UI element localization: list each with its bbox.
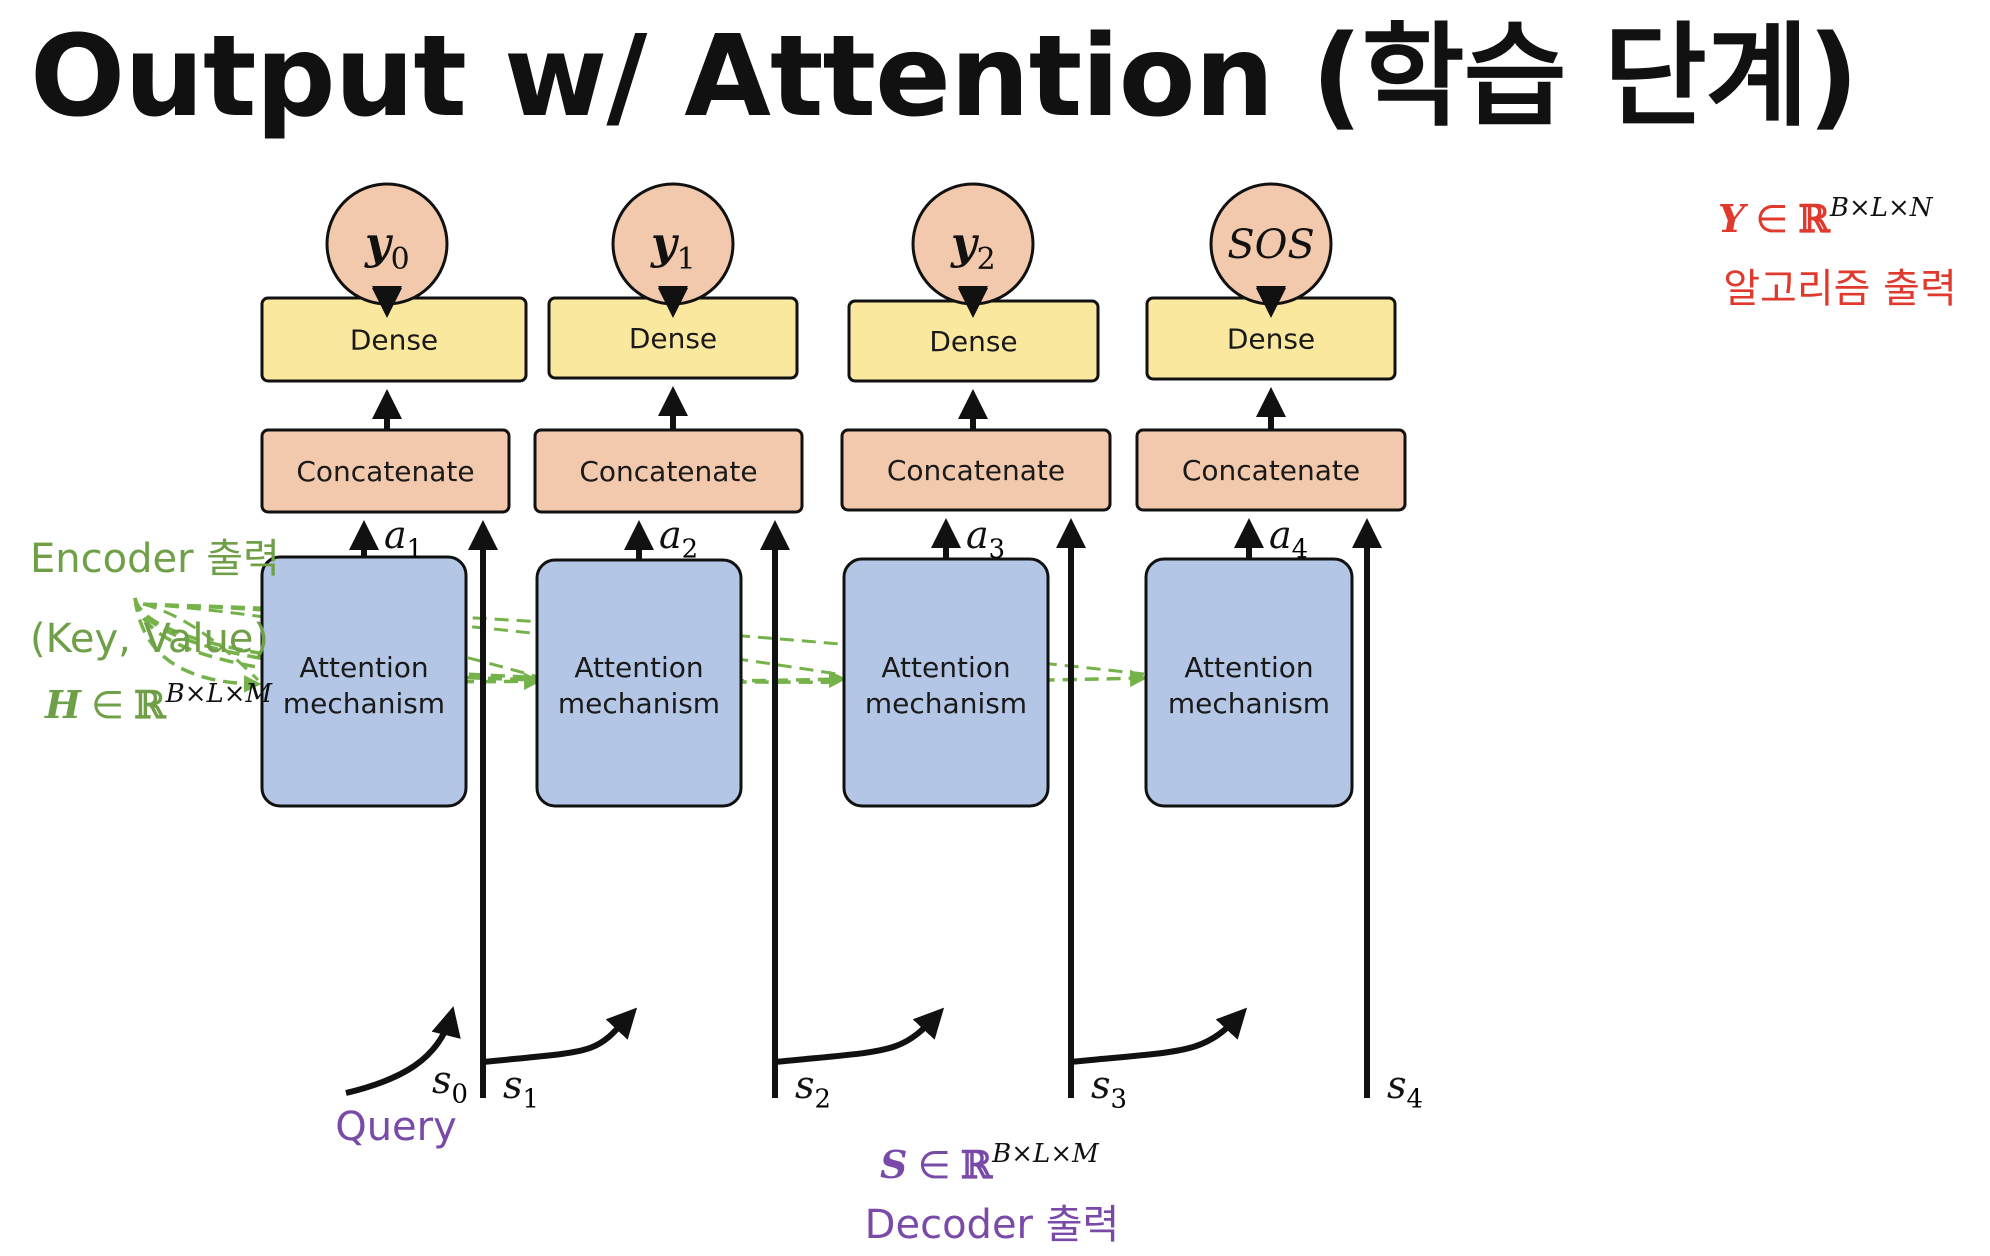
s0-label-sub: 0 — [452, 1080, 468, 1110]
s-label-2-sub: 2 — [815, 1085, 831, 1115]
dense-label-2: Dense — [629, 322, 717, 355]
page-title: Output w/ Attention (학습 단계) — [30, 12, 1859, 142]
a-label-1: a1 — [384, 513, 423, 565]
concat-box-2 — [533, 428, 804, 514]
a-label-4-sub: 4 — [1292, 535, 1308, 565]
dense-label-4: Dense — [1227, 323, 1315, 356]
encoder-dashed-strand-3 — [142, 602, 844, 677]
s0-label: s0 — [432, 1058, 468, 1110]
output-label-3: y2 — [950, 218, 996, 277]
concat-label-1: Concatenate — [296, 455, 474, 488]
s-label-2: s2 — [795, 1063, 831, 1115]
output-label-1: y0 — [364, 218, 410, 277]
encoder-set: ℝ — [134, 682, 167, 727]
output-label-3-sub: 2 — [977, 242, 996, 277]
encoder-dashed-strand-2 — [142, 602, 539, 679]
attention-label-line2-4: mechanism — [1168, 687, 1330, 720]
output-set: ℝ — [1798, 196, 1831, 241]
arrow-s0-attention — [345, 1006, 461, 1096]
encoder-dashed-strand-1 — [142, 602, 260, 682]
arrow-s2-attention — [774, 1007, 945, 1065]
output-in: ∈ — [1755, 197, 1788, 241]
output-label-1-sub: 0 — [391, 242, 410, 277]
attention-label-line1-3: Attention — [881, 651, 1010, 684]
concat-label-3: Concatenate — [887, 454, 1065, 487]
s-label-3-sub: 3 — [1111, 1085, 1127, 1115]
encoder-sym: H — [44, 682, 82, 727]
output-sup: B×L×N — [1829, 193, 1934, 223]
output-label-2-sub: 1 — [677, 242, 696, 277]
decoder-sup: B×L×M — [991, 1139, 1100, 1169]
arrow-s3-attention — [1070, 1007, 1248, 1065]
output-annotation-line2: 알고리즘 출력 — [1723, 266, 1957, 312]
output-label-1-base: y — [364, 218, 394, 269]
s-label-4-sub: 4 — [1407, 1085, 1423, 1115]
decoder-label-line2: Decoder 출력 — [865, 1202, 1120, 1248]
concat-label-4: Concatenate — [1182, 454, 1360, 487]
output-label-2: y1 — [650, 218, 696, 277]
output-sym: Y — [1718, 196, 1749, 241]
encoder-shape-formula: H∈ℝB×L×M — [44, 679, 274, 727]
a-label-2-sub: 2 — [682, 535, 698, 565]
a-label-1-sub: 1 — [407, 535, 423, 565]
decoder-in: ∈ — [917, 1143, 950, 1187]
a-label-4-base: a — [1269, 513, 1292, 557]
output-shape-formula: Y∈ℝB×L×N — [1718, 193, 1934, 241]
s-label-1-base: s — [503, 1063, 523, 1107]
query-label: Query — [335, 1104, 457, 1150]
encoder-dashed-arrow-1 — [133, 597, 262, 693]
dense-label-1: Dense — [350, 324, 438, 357]
a-label-3-sub: 3 — [989, 535, 1005, 565]
a-label-4: a4 — [1269, 513, 1308, 565]
decoder-set: ℝ — [961, 1142, 994, 1187]
s0-label-base: s — [432, 1058, 452, 1102]
encoder-sup: B×L×M — [165, 679, 274, 709]
encoder-in: ∈ — [91, 683, 124, 727]
dense-label-3: Dense — [929, 325, 1017, 358]
s-label-1-sub: 1 — [523, 1085, 539, 1115]
encoder-label-line2: (Key, Value) — [30, 616, 269, 662]
decoder-shape-formula: S∈ℝB×L×M — [880, 1139, 1100, 1187]
attention-label-line1-2: Attention — [574, 651, 703, 684]
attention-label-line2-2: mechanism — [558, 687, 720, 720]
a-label-3-base: a — [966, 513, 989, 557]
output-label-4: SOS — [1227, 222, 1315, 268]
decoder-sym: S — [880, 1142, 907, 1187]
s-label-3-base: s — [1091, 1063, 1111, 1107]
output-label-2-base: y — [650, 218, 680, 269]
a-label-2: a2 — [659, 513, 698, 565]
s-label-4: s4 — [1387, 1063, 1423, 1115]
s-label-2-base: s — [795, 1063, 815, 1107]
attention-label-line2-1: mechanism — [283, 687, 445, 720]
output-label-3-base: y — [950, 218, 980, 269]
arrow-s1-attention — [482, 1007, 638, 1065]
attention-label-line1-1: Attention — [299, 651, 428, 684]
s-label-4-base: s — [1387, 1063, 1407, 1107]
a-label-1-base: a — [384, 513, 407, 557]
s-label-3: s3 — [1091, 1063, 1127, 1115]
concat-label-2: Concatenate — [579, 455, 757, 488]
a-label-3: a3 — [966, 513, 1005, 565]
encoder-label-line1: Encoder 출력 — [30, 536, 280, 582]
attention-label-line1-4: Attention — [1184, 651, 1313, 684]
attention-label-line2-3: mechanism — [865, 687, 1027, 720]
a-label-2-base: a — [659, 513, 682, 557]
s-label-1: s1 — [503, 1063, 539, 1115]
